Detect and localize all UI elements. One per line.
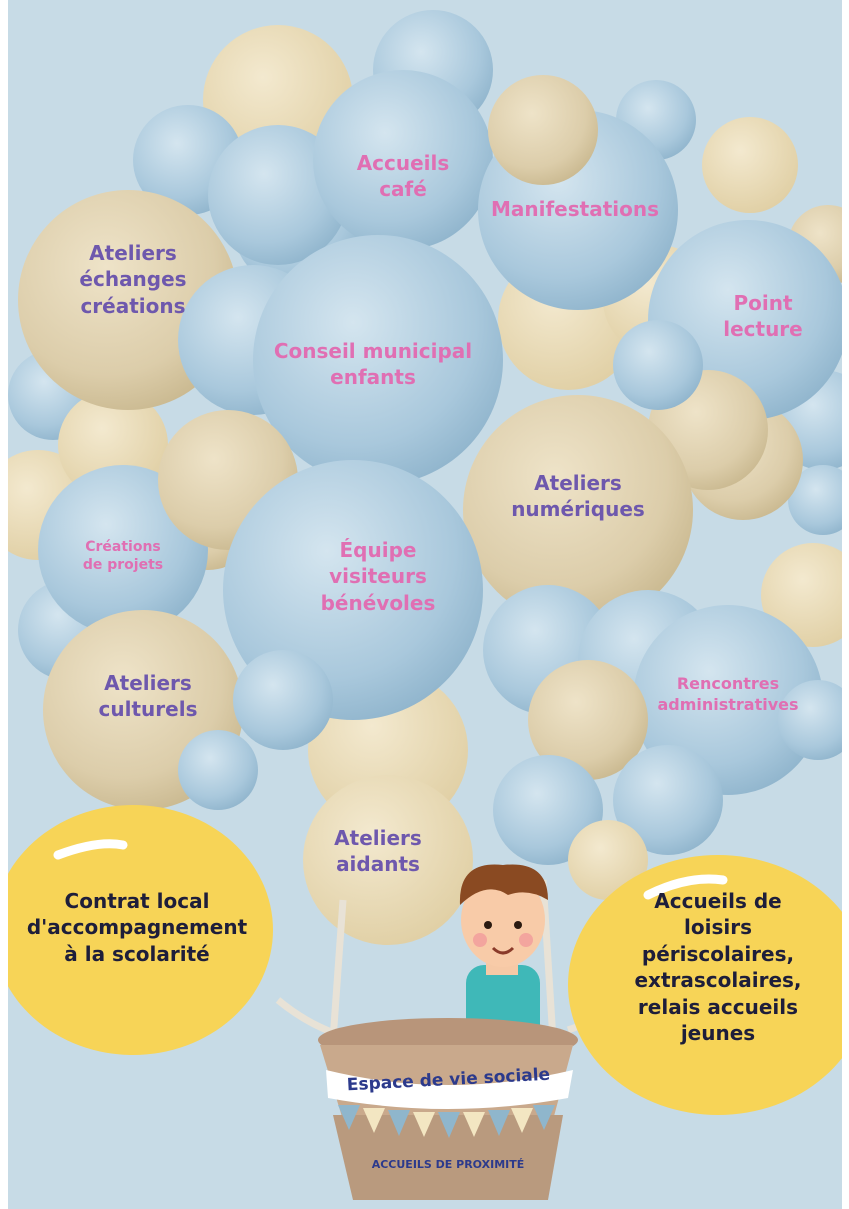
basket-bottom-text: ACCUEILS DE PROXIMITÉ — [371, 1158, 525, 1171]
balloon-label-ateliers-culturels: Ateliers culturels — [98, 671, 198, 722]
balloon-label-ateliers-aidants: Ateliers aidants — [334, 826, 422, 877]
balloon-label-point-lecture: Point lecture — [723, 291, 803, 342]
balloon-label-manifestations: Manifestations — [490, 197, 660, 221]
balloon-label-conseil-municipal: Conseil municipal enfants — [273, 339, 473, 390]
balloon-label-ateliers-echanges: Ateliers échanges créations — [79, 241, 187, 318]
basket — [318, 1018, 578, 1200]
balloon-label-equipe-visiteurs: Équipe visiteurs bénévoles — [320, 538, 436, 615]
yellow-balloon-label-accueils-loisirs: Accueils de loisirs périscolaires, extra… — [634, 889, 802, 1045]
balloon-label-creations-projets: Créations de projets — [82, 539, 164, 574]
balloon-illustration: Accueils café Manifestations Ateliers éc… — [8, 0, 842, 1209]
main-balloons — [18, 70, 842, 945]
balloon-cluster-art — [8, 10, 842, 1200]
balloon-label-rencontres-administratives: Rencontres administratives — [657, 674, 799, 715]
yellow-balloon-label-contrat-local: Contrat local d'accompagnement à la scol… — [26, 889, 248, 966]
yellow-balloons — [8, 805, 842, 1115]
balloon-label-accueils-cafe: Accueils café — [356, 151, 450, 202]
balloon-label-ateliers-numeriques: Ateliers numériques — [511, 471, 645, 522]
